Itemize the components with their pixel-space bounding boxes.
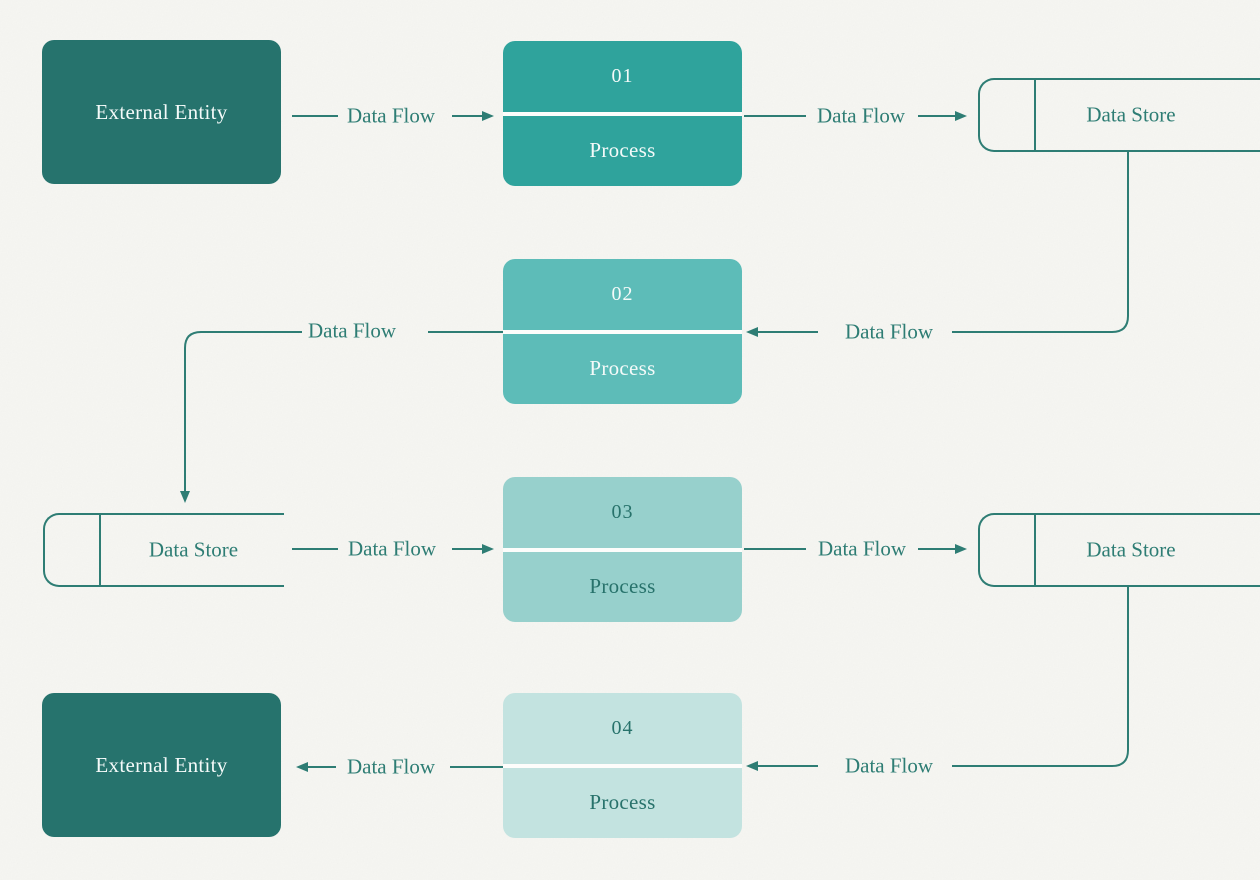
edge-label-data-flow: Data Flow xyxy=(347,536,437,561)
process-node-04: 04 Process xyxy=(503,693,742,838)
process-node-03: 03 Process xyxy=(503,477,742,622)
process-number-section: 04 xyxy=(503,693,742,764)
process-label: Process xyxy=(589,790,656,815)
process-number-section: 03 xyxy=(503,477,742,548)
process-number-section: 01 xyxy=(503,41,742,112)
data-store-label: Data Store xyxy=(148,537,239,562)
data-store-label: Data Store xyxy=(1086,537,1176,562)
process-number: 01 xyxy=(611,64,634,87)
edge-p2-to-ds2 xyxy=(180,331,503,503)
process-label-section: Process xyxy=(503,768,742,839)
edge-label-data-flow: Data Flow xyxy=(844,319,934,344)
external-entity-label: External Entity xyxy=(95,752,228,777)
edge-label-data-flow: Data Flow xyxy=(817,536,907,561)
data-store-mid-right: Data Store xyxy=(978,513,1260,587)
process-number: 04 xyxy=(611,716,634,739)
external-entity-bottom: External Entity xyxy=(42,693,281,837)
process-number: 03 xyxy=(611,500,634,523)
process-label: Process xyxy=(589,138,656,163)
process-number-section: 02 xyxy=(503,259,742,330)
edge-label-data-flow: Data Flow xyxy=(816,103,906,128)
edge-label-data-flow: Data Flow xyxy=(346,754,436,779)
process-node-02: 02 Process xyxy=(503,259,742,404)
process-number: 02 xyxy=(611,282,634,305)
edge-ds1-to-p2 xyxy=(746,152,1129,337)
edge-ds3-to-p4 xyxy=(746,587,1129,771)
data-store-top-right: Data Store xyxy=(978,78,1260,152)
edge-label-data-flow: Data Flow xyxy=(844,753,934,778)
process-label: Process xyxy=(589,356,656,381)
data-store-label: Data Store xyxy=(1086,102,1176,127)
external-entity-label: External Entity xyxy=(95,99,228,124)
edge-label-data-flow: Data Flow xyxy=(346,103,436,128)
process-label-section: Process xyxy=(503,334,742,405)
process-node-01: 01 Process xyxy=(503,41,742,186)
process-label-section: Process xyxy=(503,116,742,187)
external-entity-top: External Entity xyxy=(42,40,281,184)
process-label: Process xyxy=(589,574,656,599)
process-label-section: Process xyxy=(503,552,742,623)
edge-label-data-flow: Data Flow xyxy=(307,318,397,343)
data-store-mid-left: Data Store xyxy=(43,513,284,587)
